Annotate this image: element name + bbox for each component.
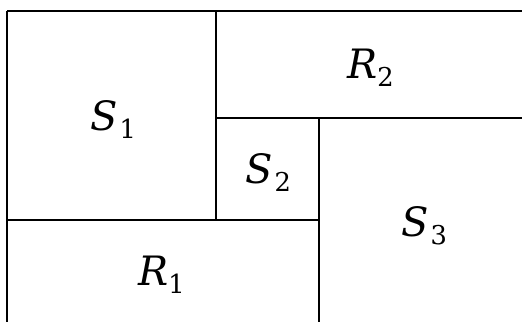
label-r2-subscript: 2 — [377, 63, 394, 93]
label-s1: S1 — [90, 94, 136, 145]
label-s3-subscript: 3 — [430, 221, 447, 251]
label-r2-letter: R — [346, 42, 377, 88]
partition-lines — [6, 10, 522, 322]
label-r1-letter: R — [137, 249, 168, 295]
label-s3: S3 — [401, 200, 447, 251]
label-s2-letter: S — [245, 147, 272, 193]
label-s1-letter: S — [90, 94, 117, 140]
label-s3-letter: S — [401, 200, 428, 246]
label-s1-subscript: 1 — [119, 115, 136, 145]
label-r2: R2 — [346, 42, 394, 93]
label-s2: S2 — [245, 147, 291, 198]
label-r1-subscript: 1 — [168, 270, 185, 300]
label-s2-subscript: 2 — [274, 168, 291, 198]
label-r1: R1 — [137, 249, 185, 300]
